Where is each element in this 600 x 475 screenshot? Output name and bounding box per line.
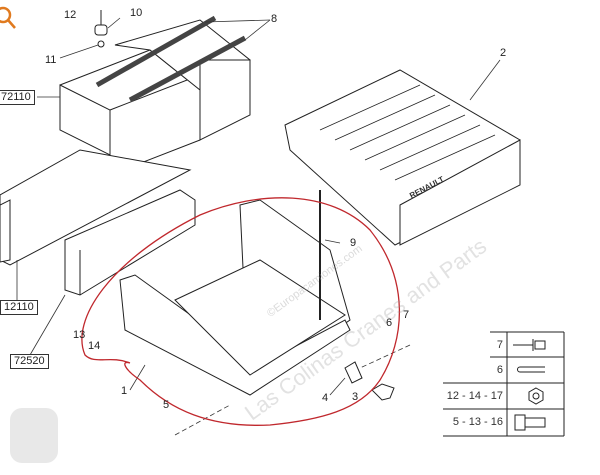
legend-label-cotter-pin: 6 — [496, 364, 503, 376]
batteries-drawing — [59, 10, 251, 176]
callout-13: 13 — [73, 329, 86, 341]
battery-tray-drawing — [119, 190, 395, 401]
callout-6: 6 — [386, 317, 393, 329]
callout-10: 10 — [130, 7, 143, 19]
legend-label-rivet: 7 — [496, 339, 503, 351]
watermark-logo — [10, 408, 58, 463]
callout-4: 4 — [322, 392, 329, 404]
callout-2: 2 — [500, 47, 507, 59]
reference-72110: 72110 — [0, 90, 35, 105]
callout-8: 8 — [271, 13, 278, 25]
callout-14: 14 — [88, 340, 101, 352]
frame-rail-drawing — [0, 149, 196, 296]
nut-icon — [528, 387, 544, 405]
callout-11: 11 — [45, 54, 57, 66]
legend-table-lines — [443, 331, 565, 437]
cotter-pin-icon — [517, 366, 545, 373]
legend-label-nut: 12 - 14 - 17 — [446, 390, 503, 402]
callout-12: 12 — [64, 9, 77, 21]
reference-12110: 12110 — [0, 300, 38, 315]
bolt-icon — [514, 414, 546, 431]
callout-9: 9 — [350, 237, 357, 249]
reference-72520: 72520 — [10, 354, 49, 369]
zoom-icon[interactable] — [0, 6, 16, 29]
cover-drawing — [284, 69, 521, 246]
legend-label-bolt: 5 - 13 - 16 — [452, 416, 503, 428]
highlight-outline — [81, 197, 401, 426]
leader-lines — [16, 17, 501, 436]
rivet-icon — [513, 339, 546, 351]
callout-1: 1 — [121, 385, 128, 397]
callout-5: 5 — [163, 399, 170, 411]
callout-7: 7 — [403, 309, 410, 321]
callout-3: 3 — [352, 391, 359, 403]
